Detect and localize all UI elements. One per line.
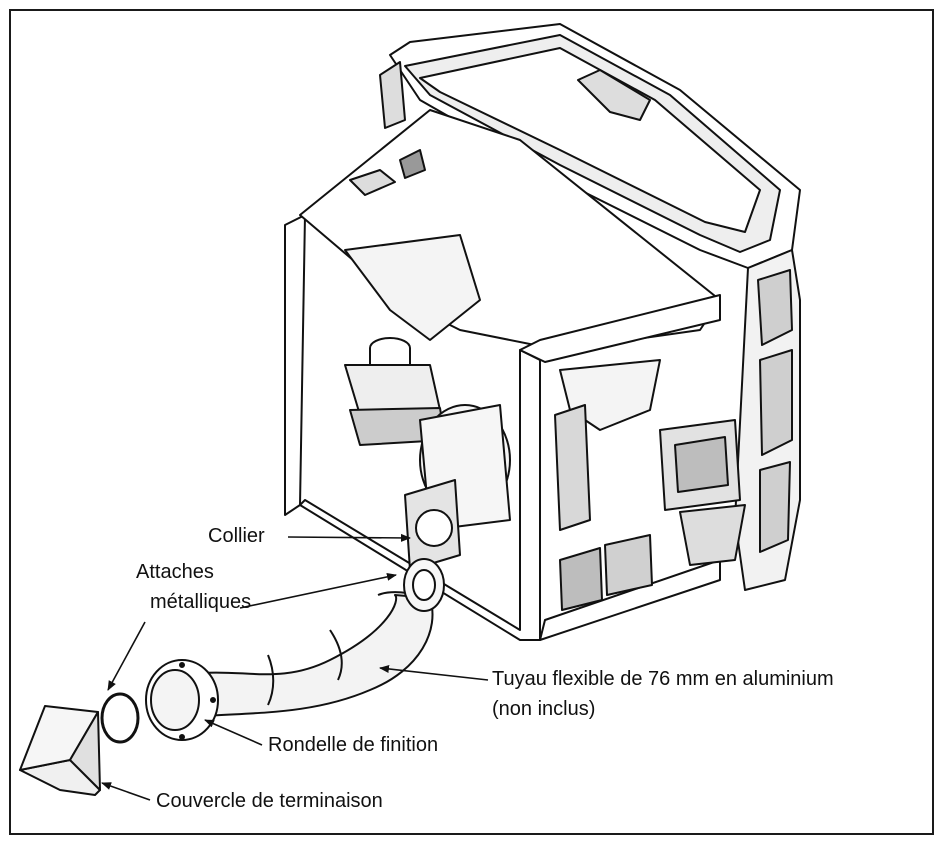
stove-frame-left bbox=[284, 61, 406, 516]
stove-side-panel bbox=[734, 249, 801, 591]
combustion-blower bbox=[344, 337, 511, 571]
trim-ring-part bbox=[145, 659, 219, 741]
stove-electronics bbox=[554, 404, 746, 611]
label-collar: Collier bbox=[208, 525, 265, 547]
collar-leader bbox=[287, 533, 411, 542]
label-clamps-line2: métalliques bbox=[150, 591, 252, 613]
stove-frame-front bbox=[299, 294, 721, 641]
clamp-leader-1 bbox=[239, 572, 397, 609]
label-trim-ring: Rondelle de finition bbox=[268, 734, 439, 756]
clamp-leader-2 bbox=[107, 621, 146, 691]
label-cap: Couvercle de terminaison bbox=[156, 790, 383, 812]
hose-leader bbox=[379, 665, 489, 681]
termination-cap-part bbox=[19, 705, 101, 796]
label-clamps-line1: Attaches bbox=[136, 561, 214, 583]
collar-part bbox=[403, 558, 445, 612]
label-hose-line1: Tuyau flexible de 76 mm en aluminium bbox=[492, 668, 834, 690]
figure-frame bbox=[9, 9, 934, 835]
trim-ring-leader bbox=[204, 719, 263, 746]
metal-clamp-part bbox=[100, 692, 140, 744]
stove-top-cover bbox=[389, 23, 801, 269]
label-hose-line2: (non inclus) bbox=[492, 698, 596, 720]
cap-leader bbox=[101, 782, 151, 801]
